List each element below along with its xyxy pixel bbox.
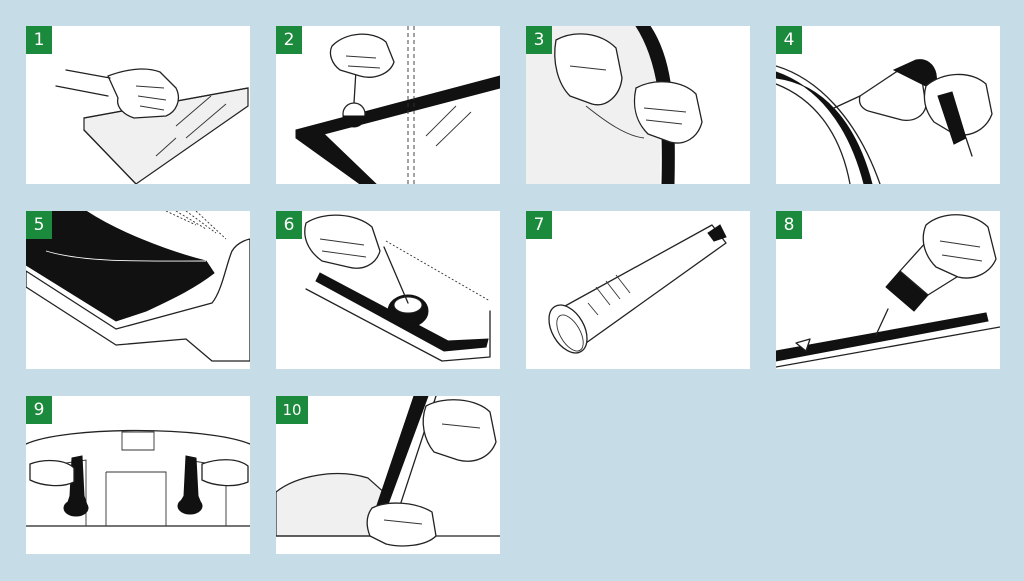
step-3-remove-molding-illustration <box>526 26 703 184</box>
step-1-wipe-glass-illustration <box>55 68 249 184</box>
step-1-number: 1 <box>26 26 52 54</box>
step-7-panel: 7 <box>526 211 750 369</box>
step-8-apply-adhesive-illustration <box>776 214 1000 368</box>
step-8-number: 8 <box>776 211 802 239</box>
step-5-cut-sealant-illustration <box>26 211 250 362</box>
step-9-panel: 9 <box>26 396 250 554</box>
step-5-panel: 5 <box>26 211 250 369</box>
step-3-number: 3 <box>526 26 552 54</box>
step-4-cutting-tool-illustration <box>776 59 993 184</box>
step-8-panel: 8 <box>776 211 1000 369</box>
step-2-primer-illustration <box>295 26 500 184</box>
step-3-panel: 3 <box>526 26 750 184</box>
step-7-number: 7 <box>526 211 552 239</box>
step-5-number: 5 <box>26 211 52 239</box>
step-2-number: 2 <box>276 26 302 54</box>
step-10-panel: 10 <box>276 396 500 554</box>
step-9-number: 9 <box>26 396 52 424</box>
step-1-panel: 1 <box>26 26 250 184</box>
step-4-panel: 4 <box>776 26 1000 184</box>
step-6-apply-primer-illustration <box>304 214 491 362</box>
step-6-number: 6 <box>276 211 302 239</box>
step-9-suction-cups-illustration <box>26 429 250 527</box>
step-4-number: 4 <box>776 26 802 54</box>
step-10-press-molding-illustration <box>276 396 500 547</box>
step-2-panel: 2 <box>276 26 500 184</box>
step-7-adhesive-cartridge-illustration <box>548 224 727 354</box>
step-10-number: 10 <box>276 396 308 424</box>
step-6-panel: 6 <box>276 211 500 369</box>
